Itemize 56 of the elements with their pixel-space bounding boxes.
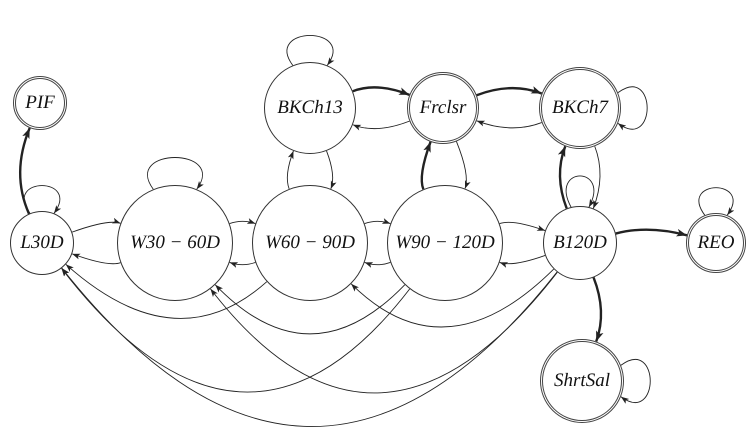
state-circle (387, 185, 503, 301)
accepting-state-circle (407, 72, 479, 144)
arrow (286, 34, 334, 66)
arrow (229, 262, 256, 268)
arrow (72, 218, 121, 233)
state-label: W30 − 60D (130, 232, 220, 254)
arrow (476, 120, 542, 128)
arrow (420, 141, 432, 190)
accepting-state-circle (540, 339, 624, 423)
arrow (350, 268, 554, 328)
arrow (72, 253, 121, 264)
arrow (147, 157, 204, 190)
arrow (24, 185, 60, 214)
accepting-state-circle (539, 67, 621, 149)
arrow (698, 187, 734, 216)
accepting-state-circle (13, 76, 67, 130)
state-label: W60 − 90D (265, 232, 355, 254)
state-label: BKCh7 (552, 97, 608, 119)
arrow (616, 228, 688, 237)
accepting-state-circle (686, 213, 746, 273)
arrow (499, 254, 546, 268)
state-circle (10, 211, 74, 275)
arrow (620, 359, 651, 404)
arrow (61, 268, 558, 427)
state-label: W90 − 120D (395, 232, 495, 254)
arrow (65, 264, 268, 319)
arrow (364, 218, 391, 224)
state-label: Frclsr (420, 97, 466, 119)
state-circle (252, 185, 368, 301)
arrow (476, 86, 542, 96)
state-circle (117, 185, 233, 301)
arrow (61, 268, 410, 392)
arrow (286, 150, 294, 190)
state-label: REO (698, 232, 734, 254)
arrow (352, 120, 410, 130)
arrow (566, 175, 595, 208)
arrow (499, 222, 546, 232)
arrow (592, 146, 600, 209)
arrow (326, 150, 336, 190)
state-circle (543, 206, 617, 280)
state-label: ShrtSal (554, 370, 610, 392)
arrow (618, 86, 648, 130)
arrow (456, 140, 470, 190)
state-label: B120D (553, 232, 607, 254)
arrow (214, 284, 406, 334)
state-label: PIF (25, 92, 55, 114)
state-circle (264, 62, 356, 154)
arrow (558, 146, 568, 209)
arrow (229, 218, 256, 224)
arrow (592, 277, 604, 342)
state-label: L30D (20, 232, 64, 254)
arrow (352, 86, 410, 96)
arrow (364, 262, 391, 268)
arrow (210, 272, 558, 394)
arrow (19, 128, 31, 214)
state-label: BKCh13 (277, 97, 343, 119)
